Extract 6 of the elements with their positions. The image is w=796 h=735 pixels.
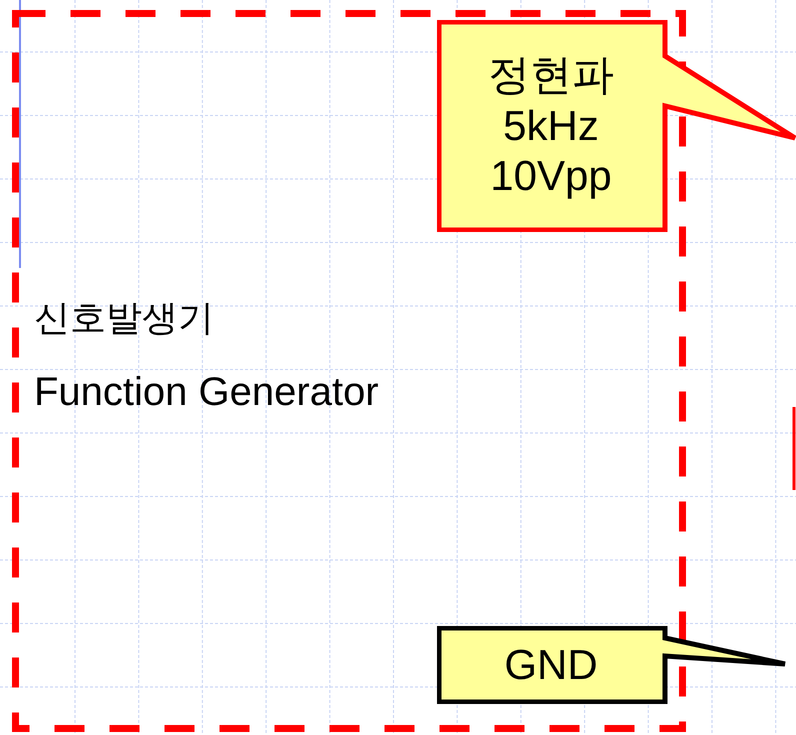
callout-text: GND [503,640,599,690]
callout-bubble [437,20,796,232]
callout-bubble [437,626,787,704]
callout-text: 정현파 5kHz 10Vpp [487,50,615,202]
label-text: Function Generator [34,372,379,412]
label-text: 신호발생기 [34,300,215,336]
